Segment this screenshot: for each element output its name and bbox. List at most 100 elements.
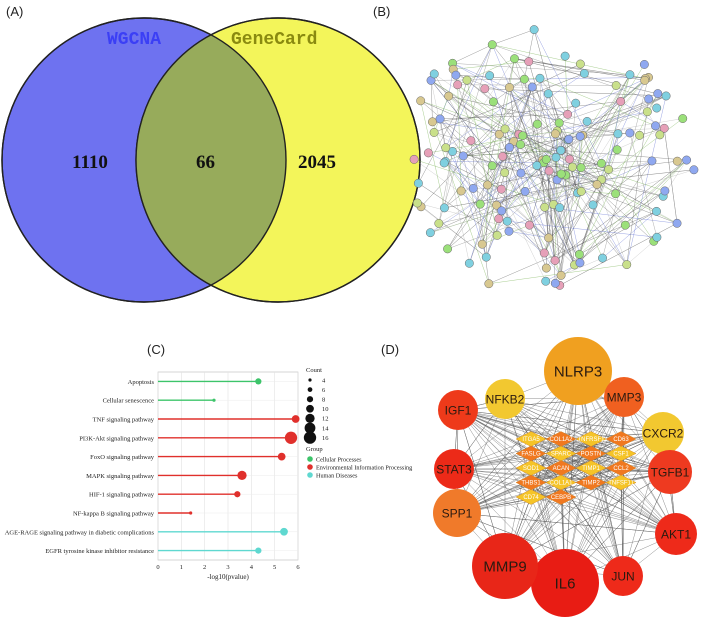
ppi-edge <box>513 141 665 192</box>
hub-edge <box>560 432 664 469</box>
ppi-edge <box>553 204 562 276</box>
ppi-edge <box>479 58 515 205</box>
hub-edge <box>530 453 624 577</box>
hub-inner-node <box>515 460 547 476</box>
ppi-node <box>504 226 514 236</box>
ppi-edge <box>546 98 649 160</box>
hub-edge <box>622 471 671 577</box>
hub-edge <box>456 409 459 514</box>
ppi-edge <box>463 73 585 157</box>
ppi-node <box>639 60 649 69</box>
ppi-edge <box>561 173 664 197</box>
size-legend-dot <box>303 431 317 444</box>
hub-outer-node-label: STAT3 <box>436 462 472 476</box>
ppi-edge <box>470 140 490 284</box>
ppi-node <box>672 218 682 228</box>
ppi-edge <box>498 150 562 219</box>
hub-edge <box>504 370 579 567</box>
ppi-edge <box>493 79 525 102</box>
size-legend-label: 8 <box>322 397 325 404</box>
ppi-node <box>500 168 510 178</box>
ppi-node <box>483 180 492 190</box>
hub-edge <box>453 438 562 470</box>
hub-edge <box>662 432 677 535</box>
ppi-node <box>532 119 542 129</box>
ppi-edge <box>568 111 648 141</box>
hub-inner-node-label: CD74 <box>523 495 539 501</box>
hub-inner-node-label: CSF1 <box>613 452 629 458</box>
ppi-edge <box>518 134 678 224</box>
hub-edge <box>457 398 506 411</box>
ppi-node <box>464 258 474 268</box>
ppi-edge <box>582 95 667 136</box>
hub-edge <box>620 438 677 535</box>
ppi-edge <box>481 160 543 245</box>
hub-edge <box>620 432 664 454</box>
hub-edge <box>620 396 625 454</box>
ppi-edge <box>480 179 602 205</box>
hub-outer-nodes: NLRP3MMP3CXCR2TGFB1AKT1JUNIL6MMP9SPP1STA… <box>433 337 697 617</box>
lollipop-head <box>255 378 262 385</box>
ppi-node <box>519 74 529 84</box>
ppi-node <box>440 156 450 166</box>
ppi-edge <box>445 86 533 148</box>
hub-edge <box>530 438 671 473</box>
ppi-node <box>516 140 525 149</box>
ppi-edge <box>582 78 646 136</box>
size-legend-label: 14 <box>322 425 329 432</box>
ppi-edge <box>463 150 562 157</box>
ppi-edge <box>557 121 588 132</box>
hub-edge <box>504 398 562 498</box>
ppi-edge <box>469 156 503 264</box>
hub-edge <box>560 467 624 577</box>
hub-outer-node-label: NFKB2 <box>486 392 525 406</box>
ppi-edge <box>602 211 657 259</box>
hub-inner-node <box>605 474 637 491</box>
ppi-edge <box>439 118 502 190</box>
ppi-edge <box>580 64 645 168</box>
color-legend-dot <box>307 464 313 470</box>
hub-edge <box>560 467 671 473</box>
hub-edge <box>577 370 624 577</box>
hub-edge <box>530 438 622 498</box>
ppi-edge <box>553 204 581 263</box>
hub-edge <box>504 396 625 567</box>
ppi-edge <box>582 95 667 136</box>
hub-outer-node-label: TGFB1 <box>651 465 690 479</box>
ppi-edge <box>492 95 667 166</box>
hub-edge <box>457 396 625 411</box>
ppi-edge <box>601 149 618 180</box>
ppi-edge <box>504 172 526 192</box>
ppi-edge <box>544 207 549 238</box>
ppi-edge <box>487 114 568 186</box>
hub-edge <box>456 512 566 584</box>
hub-edge <box>623 396 677 535</box>
ppi-node <box>458 151 468 161</box>
hub-edge <box>560 370 579 483</box>
hub-edge <box>530 438 592 483</box>
hub-edge <box>453 468 624 577</box>
color-legend-label: Cellular Processes <box>316 456 362 463</box>
ppi-node <box>625 70 635 80</box>
hub-inner-node-label: TIMP1 <box>582 466 600 472</box>
ppi-edge <box>548 93 578 193</box>
ppi-node <box>552 175 562 185</box>
hub-edge <box>504 438 592 567</box>
hub-edge <box>504 396 625 400</box>
hub-edge <box>453 468 562 498</box>
hub-edge <box>590 467 624 577</box>
ppi-edge <box>582 135 602 180</box>
ppi-edge <box>647 93 659 112</box>
ppi-node <box>426 75 436 85</box>
ppi-edge <box>445 161 545 254</box>
ppi-node <box>588 200 598 210</box>
ppi-edge <box>554 179 602 261</box>
ppi-edge <box>513 141 609 170</box>
ppi-edge <box>434 73 502 190</box>
hub-edge <box>530 438 592 454</box>
hub-edge <box>530 370 579 469</box>
ppi-edge <box>537 123 609 170</box>
hub-edge <box>457 409 562 483</box>
ppi-edge <box>463 155 575 266</box>
ppi-edge <box>509 86 533 148</box>
